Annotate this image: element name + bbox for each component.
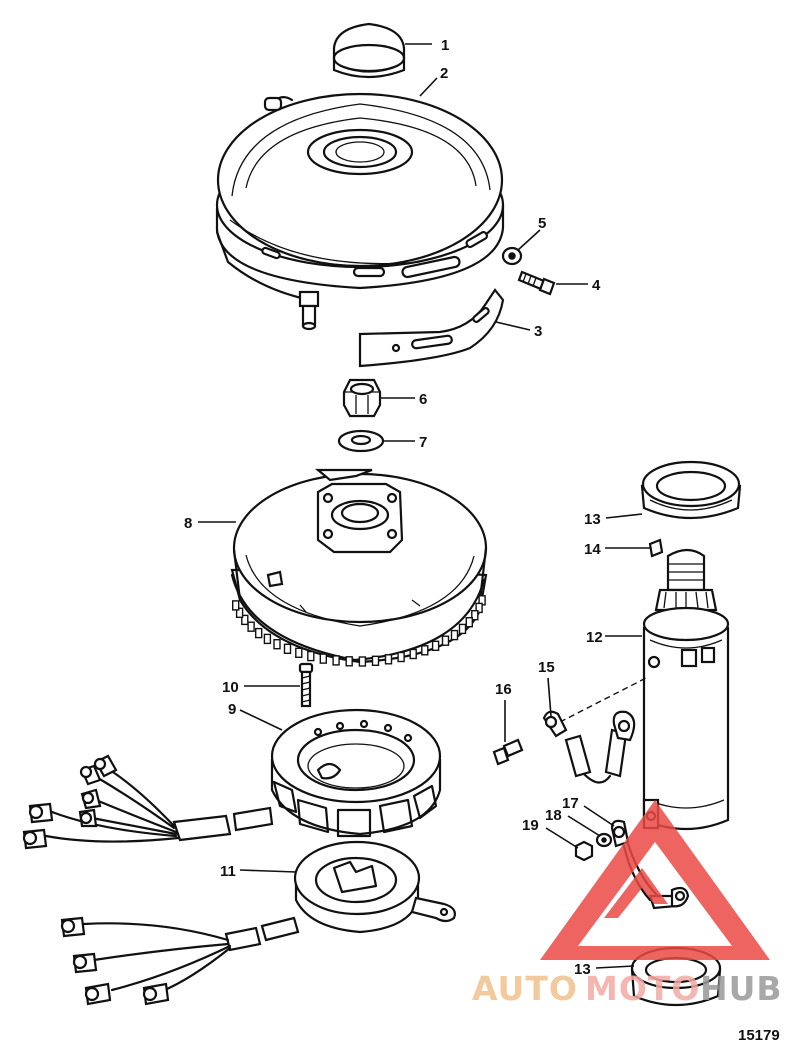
callout-numbers: 1 2 3 4 5 6 7 8 9 10 11 12 13 14 15 16 1…: [184, 37, 603, 978]
flywheel-tooth: [345, 656, 353, 667]
flywheel-tooth: [247, 621, 255, 632]
figure-number: 15179: [738, 1027, 780, 1044]
part-3-bracket-plate: [358, 288, 505, 368]
callout-18: 18: [545, 807, 562, 824]
callout-11: 11: [220, 863, 236, 880]
part-15-cable: [542, 677, 647, 784]
flywheel-tooth: [319, 653, 327, 664]
callout-7: 7: [419, 434, 427, 451]
callout-1: 1: [441, 37, 449, 54]
flywheel-tooth: [450, 629, 459, 641]
flywheel-tooth: [295, 647, 303, 658]
part-18-washer: [595, 832, 613, 848]
flywheel-tooth: [332, 655, 340, 666]
flywheel-tooth: [263, 633, 272, 645]
flywheel-tooth: [307, 650, 315, 662]
flywheel-tooth: [471, 610, 479, 621]
callout-13-bottom: 13: [574, 961, 591, 978]
flywheel-tooth: [421, 645, 429, 656]
part-1-cap: [332, 22, 406, 79]
flywheel-tooth: [283, 643, 292, 654]
part-8-flywheel: [230, 468, 488, 664]
part-5-washer: [501, 246, 523, 266]
flywheel-tooth: [254, 627, 263, 639]
callout-8: 8: [184, 515, 192, 532]
watermark: AUTO MOTO HUB: [472, 800, 783, 1008]
callout-10: 10: [222, 679, 239, 696]
callout-6: 6: [419, 391, 427, 408]
flywheel-tooth: [358, 656, 367, 667]
flywheel-tooth: [397, 651, 405, 663]
part-11-trigger: [60, 840, 456, 1006]
flywheel-tooth: [273, 639, 281, 650]
watermark-hub: HUB: [700, 969, 783, 1008]
flywheel-tooth: [371, 655, 380, 666]
leader-lines: [198, 43, 650, 969]
part-6-nut: [342, 378, 382, 418]
callout-15: 15: [538, 659, 555, 676]
callout-19: 19: [522, 817, 539, 834]
part-9-stator: [22, 708, 442, 850]
flywheel-tooth: [441, 635, 450, 646]
callout-4: 4: [592, 277, 601, 294]
callout-9: 9: [228, 701, 236, 718]
flywheel-tooth: [409, 648, 417, 660]
part-7-washer: [337, 429, 385, 453]
callout-16: 16: [495, 681, 512, 698]
part-4-screw: [517, 270, 556, 296]
callout-5: 5: [538, 215, 546, 232]
part-2-flywheel-cover: [215, 92, 505, 331]
callout-13-top: 13: [584, 511, 601, 528]
part-19-nut: [574, 840, 594, 862]
part-13-boot-top: [640, 460, 742, 520]
part-14-clip: [648, 538, 664, 558]
callout-2: 2: [440, 65, 448, 82]
watermark-logo-icon: [540, 800, 770, 960]
flywheel-tooth: [235, 607, 244, 618]
part-12-starter-motor: [642, 548, 730, 831]
flywheel-tooth: [231, 600, 240, 611]
flywheel-tooth: [465, 617, 473, 628]
flywheel-tooth: [384, 654, 393, 665]
part-10-bolt: [298, 662, 314, 708]
flywheel-tooth: [458, 623, 467, 635]
callout-12: 12: [586, 629, 603, 646]
flywheel-tooth: [241, 614, 249, 626]
callout-14: 14: [584, 541, 601, 558]
part-16-bolt: [492, 738, 524, 766]
flywheel-tooth: [475, 602, 483, 614]
callout-3: 3: [534, 323, 542, 340]
watermark-auto: AUTO: [472, 969, 578, 1008]
flywheel-tooth: [431, 640, 440, 651]
callout-17: 17: [562, 795, 579, 812]
flywheel-teeth: [231, 595, 486, 667]
watermark-moto: MOTO: [585, 969, 700, 1008]
